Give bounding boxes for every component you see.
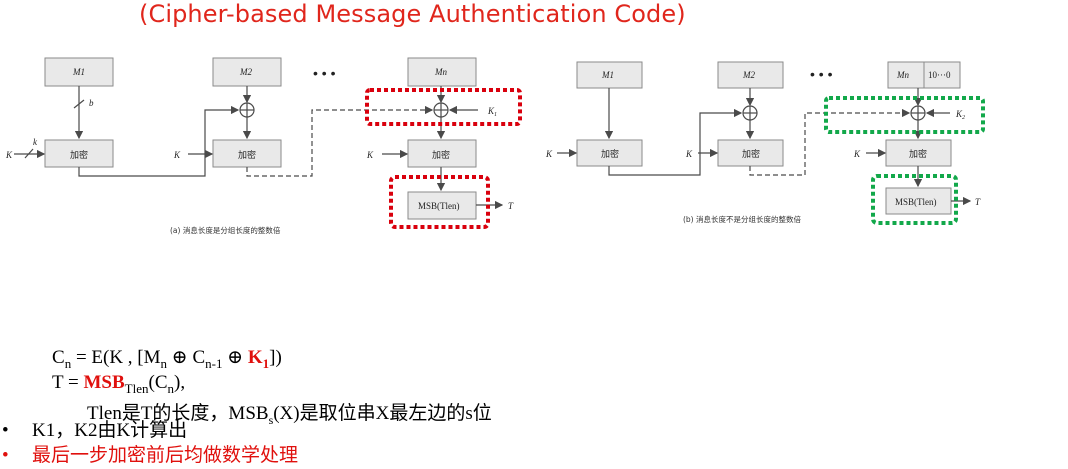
diagram-a: M1 M2 • • • Mn b 加密 K k 加密 K — [5, 57, 522, 235]
key-width-label-a: k — [33, 137, 38, 147]
block-m2-a — [212, 57, 282, 87]
ellipsis-a: • • • — [313, 65, 336, 81]
highlight-k2-b — [824, 96, 985, 134]
key-label-1-b: K — [545, 149, 553, 159]
block-m1-b — [576, 61, 643, 89]
block-m2-b-label: M2 — [742, 70, 755, 80]
encrypt-box-1-b — [576, 139, 643, 167]
cmac-diagram: M1 M2 • • • Mn b 加密 K k 加密 K — [5, 57, 985, 235]
block-mn-a — [407, 57, 477, 87]
block-m2-a-label: M2 — [239, 67, 252, 77]
bullet-item-1: •K1，K2由K计算出 — [2, 420, 188, 441]
diagram-b: M1 M2 • • • Mn 10···0 加密 K 加密 K K2 — [545, 61, 985, 225]
block-m1-a-label: M1 — [72, 67, 85, 77]
msb-box-a — [407, 191, 477, 220]
formula-tlen-note: Tlen是T的长度，MSBs(X)是取位串X最左边的s位 — [87, 403, 492, 427]
msb-label-b: MSB(Tlen) — [895, 197, 937, 207]
formula-cn: Cn = E(K , [Mn ⊕ Cn-1 ⊕ K1]) — [52, 347, 282, 371]
formula-msb: MSB — [83, 372, 125, 393]
highlight-msb-b — [871, 174, 958, 225]
output-t-label-a: T — [508, 201, 514, 211]
padding-block-b — [923, 61, 961, 89]
encrypt-label-n-a: 加密 — [432, 149, 450, 160]
encrypt-label-2-b: 加密 — [742, 148, 760, 159]
output-t-label-b: T — [975, 197, 981, 207]
block-mn-b-label: Mn — [896, 70, 909, 80]
page-title: (Cipher-based Message Authentication Cod… — [139, 0, 686, 28]
encrypt-box-2-a — [212, 139, 282, 168]
encrypt-label-n-b: 加密 — [909, 148, 927, 159]
caption-b: (b) 消息长度不是分组长度的整数倍 — [683, 214, 801, 224]
encrypt-label-1-a: 加密 — [70, 149, 88, 160]
msb-label-a: MSB(Tlen) — [418, 201, 460, 211]
msb-box-b — [885, 187, 952, 215]
block-m2-b — [717, 61, 784, 89]
key-label-2-a: K — [173, 150, 181, 160]
encrypt-label-1-b: 加密 — [601, 148, 619, 159]
key-label-1-a: K — [5, 150, 13, 160]
encrypt-box-1-a — [44, 139, 114, 168]
formula-t: T = MSBTlen(Cn), — [52, 372, 186, 396]
ellipsis-b: • • • — [810, 66, 833, 82]
caption-a: (a) 消息长度是分组长度的整数倍 — [170, 225, 281, 235]
block-mn-a-label: Mn — [434, 67, 447, 77]
padding-label-b: 10···0 — [928, 70, 951, 80]
bus-label-a: b — [89, 98, 94, 108]
subkey-k1-label: K1 — [487, 106, 497, 118]
subkey-k2-label: K2 — [955, 109, 965, 121]
key-label-2-b: K — [685, 149, 693, 159]
key-label-n-a: K — [366, 150, 374, 160]
block-m1-b-label: M1 — [601, 70, 614, 80]
encrypt-label-2-a: 加密 — [238, 149, 256, 160]
formula-key-k1: K — [247, 347, 263, 368]
block-mn-b — [887, 61, 925, 89]
encrypt-box-n-a — [407, 139, 477, 168]
block-m1-a — [44, 57, 114, 87]
highlight-msb-a — [389, 175, 490, 229]
bullet-item-2: •最后一步加密前后均做数学处理 — [2, 445, 299, 466]
highlight-k1-a — [365, 88, 522, 126]
key-label-n-b: K — [853, 149, 861, 159]
